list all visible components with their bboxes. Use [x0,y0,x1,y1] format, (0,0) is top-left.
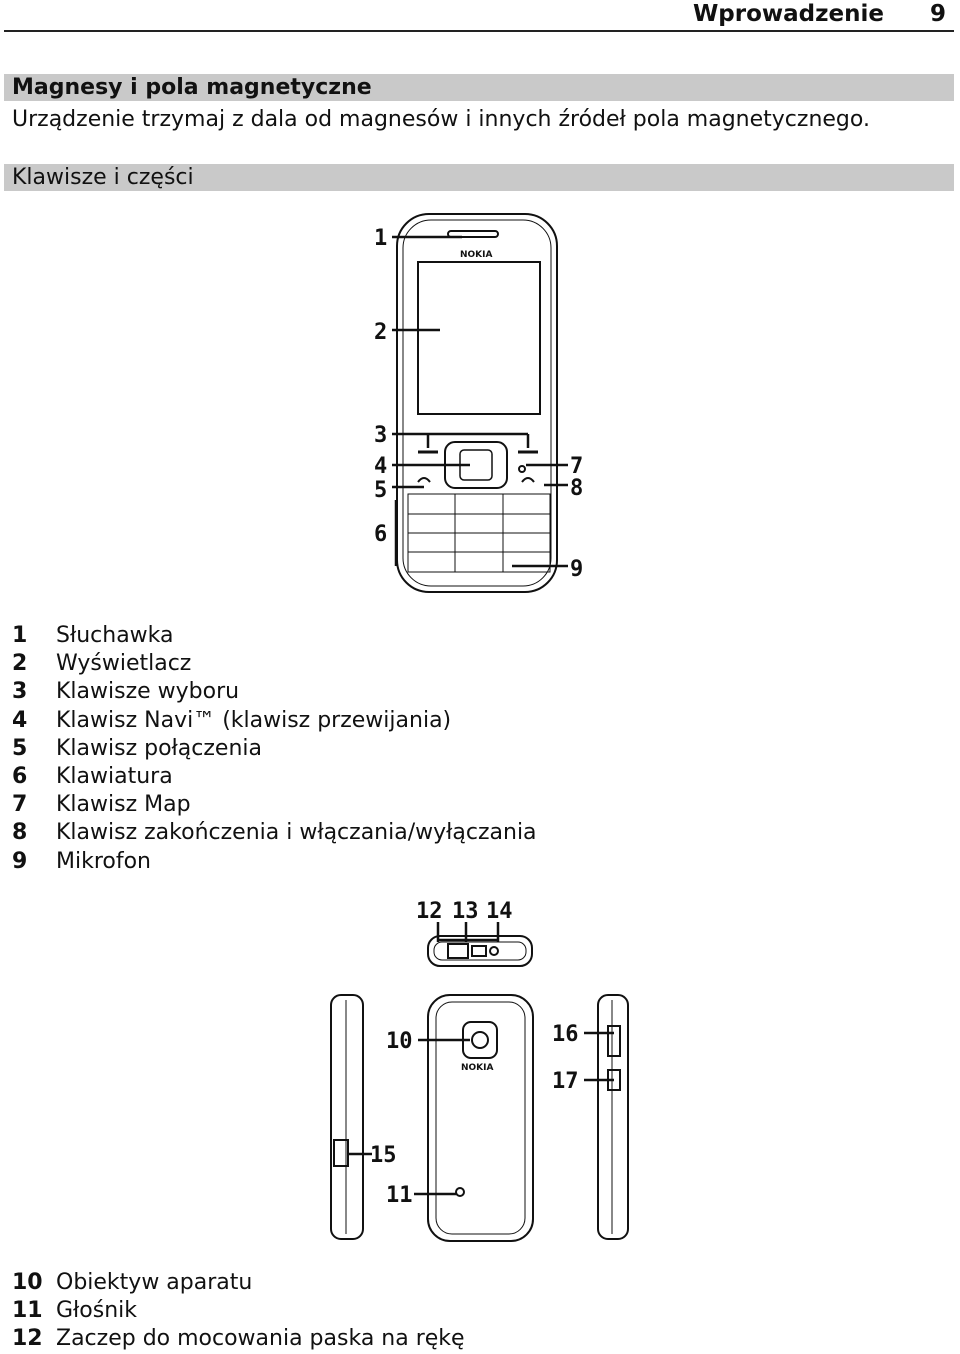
section-heading-keys: Klawisze i części [4,164,954,191]
map-key-icon [518,465,526,473]
headset-connector-icon [489,946,499,956]
callout-2: 2 [374,320,387,345]
legend-number: 7 [12,792,28,818]
brand-logo-front: NOKIA [460,250,493,260]
legend-number: 12 [12,1326,43,1352]
legend-label: Głośnik [56,1298,138,1324]
legend-number: 3 [12,679,28,705]
legend-item: 5 Klawisz połączenia [12,735,537,763]
callout-13: 13 [452,899,479,924]
callout-8: 8 [570,476,583,501]
phone-left-side-illustration [330,994,372,1240]
section-heading-magnets-text: Magnesy i pola magnetyczne [12,75,372,100]
legend-item: 10 Obiektyw aparatu [12,1269,465,1297]
legend-label: Wyświetlacz [56,651,192,677]
legend-item: 1 Słuchawka [12,622,537,650]
legend-label: Mikrofon [56,848,152,874]
legend-number: 1 [12,623,28,648]
memory-card-slot-icon [607,1025,621,1057]
earpiece-icon [447,230,499,238]
legend-number: 10 [12,1270,43,1295]
display-icon [417,261,541,415]
legend-label: Klawisz połączenia [56,735,263,761]
callout-9: 9 [570,557,583,582]
callout-11: 11 [386,1183,413,1208]
keypad-icon [407,493,551,573]
legend-label: Klawisze wyboru [56,679,240,705]
legend-label: Klawisz zakończenia i włączania/wyłączan… [56,820,537,846]
legend-item: 7 Klawisz Map [12,791,537,819]
page-number: 9 [929,1,946,27]
legend-item: 4 Klawisz Navi™ (klawisz przewijania) [12,707,537,735]
legend-number: 11 [12,1298,43,1324]
section-heading-keys-text: Klawisze i części [12,165,194,190]
callout-16: 16 [552,1022,579,1047]
callout-4: 4 [374,454,387,479]
legend-label: Obiektyw aparatu [56,1270,253,1295]
callout-17: 17 [552,1069,579,1094]
front-parts-legend: 1 Słuchawka 2 Wyświetlacz 3 Klawisze wyboru… [12,622,537,876]
legend-label: Klawiatura [56,764,173,790]
legend-label: Klawisz Navi™ (klawisz przewijania) [56,707,452,733]
legend-item: 12 Zaczep do mocowania paska na rękę [12,1325,465,1353]
legend-item: 2 Wyświetlacz [12,650,537,678]
strap-eyelet-icon [447,943,469,959]
callout-5: 5 [374,478,387,503]
legend-label: Słuchawka [56,623,174,648]
phone-right-side-illustration [584,994,629,1240]
legend-number: 9 [12,848,28,874]
end-key-icon [521,477,535,483]
callout-3: 3 [374,423,387,448]
phone-top-illustration [427,922,533,967]
legend-item: 8 Klawisz zakończenia i włączania/wyłącza… [12,819,537,847]
call-key-icon [417,477,431,483]
legend-label: Zaczep do mocowania paska na rękę [56,1326,465,1352]
legend-item: 6 Klawiatura [12,763,537,791]
back-parts-legend: 10 Obiektyw aparatu 11 Głośnik 12 Zaczep do… [12,1269,465,1354]
chapter-title: Wprowadzenie [692,1,884,27]
callout-6: 6 [374,522,387,547]
callout-10: 10 [386,1029,413,1054]
page-header: Wprowadzenie 9 [4,0,954,32]
section-heading-magnets: Magnesy i pola magnetyczne [4,74,954,101]
legend-number: 4 [12,707,28,733]
magnets-paragraph: Urządzenie trzymaj z dala od magnesów i … [12,107,870,132]
legend-item: 3 Klawisze wyboru [12,678,537,706]
callout-7: 7 [570,454,583,479]
legend-number: 5 [12,735,28,761]
legend-item: 9 Mikrofon [12,848,537,876]
legend-label: Klawisz Map [56,792,191,818]
loudspeaker-icon [455,1187,465,1197]
legend-number: 6 [12,764,28,790]
callout-12: 12 [416,899,443,924]
legend-number: 8 [12,820,28,846]
legend-number: 2 [12,651,28,677]
phone-front-illustration [392,213,568,593]
phone-back-illustration [414,994,534,1242]
callout-15: 15 [370,1143,397,1168]
callout-14: 14 [486,899,513,924]
brand-logo-back: NOKIA [461,1063,494,1073]
legend-item: 11 Głośnik [12,1297,465,1325]
charger-connector-icon [471,945,487,957]
callout-1: 1 [374,226,387,251]
